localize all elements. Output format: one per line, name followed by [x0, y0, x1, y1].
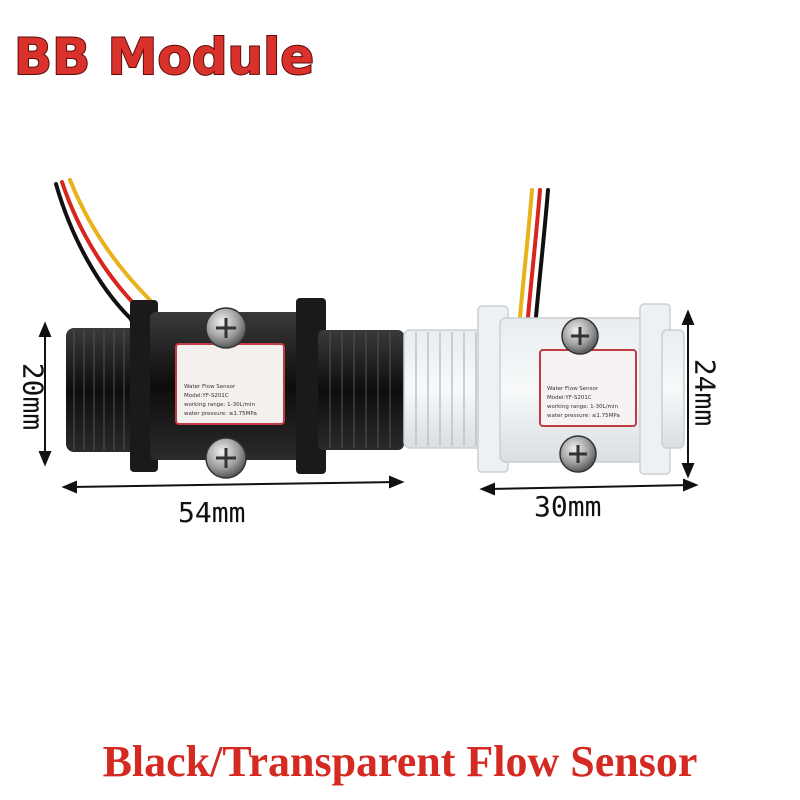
- black-sensor-thread-left: [66, 328, 146, 452]
- black-sensor-thread-right: [318, 330, 404, 450]
- black-sensor: Water Flow Sensor Model:YF-S201C working…: [54, 178, 404, 479]
- product-caption: Black/Transparent Flow Sensor: [102, 737, 698, 786]
- dimension-clear-height: 24mm: [688, 358, 722, 427]
- clear-label-title: Water Flow Sensor: [547, 386, 599, 392]
- clear-label-pressure: water pressure: ≤1.75MPa: [547, 413, 620, 419]
- clear-sensor-thread-left: [403, 329, 491, 449]
- clear-sensor: Water Flow Sensor Model:YF-S201C working…: [403, 188, 685, 475]
- black-label-pressure: water pressure: ≤1.75MPa: [184, 411, 257, 417]
- screw-cross-icon: [569, 445, 587, 463]
- black-label-model: Model:YF-S201C: [184, 393, 229, 399]
- brand-title: BB Module: [13, 27, 315, 87]
- black-label-range: working range: 1-30L/min: [184, 402, 255, 408]
- black-label-title: Water Flow Sensor: [184, 384, 236, 390]
- screw-cross-icon: [216, 448, 236, 468]
- dimension-black-height: 20mm: [16, 362, 50, 431]
- clear-sensor-thread-right: [661, 329, 685, 449]
- clear-label-model: Model:YF-S201C: [547, 395, 592, 401]
- screw-cross-icon: [216, 318, 236, 338]
- dimension-lines: [38, 309, 699, 496]
- clear-label-range: working range: 1-30L/min: [547, 404, 618, 410]
- dimension-clear-length: 30mm: [534, 490, 602, 523]
- screw-cross-icon: [571, 327, 589, 345]
- dimension-black-length: 54mm: [178, 496, 246, 529]
